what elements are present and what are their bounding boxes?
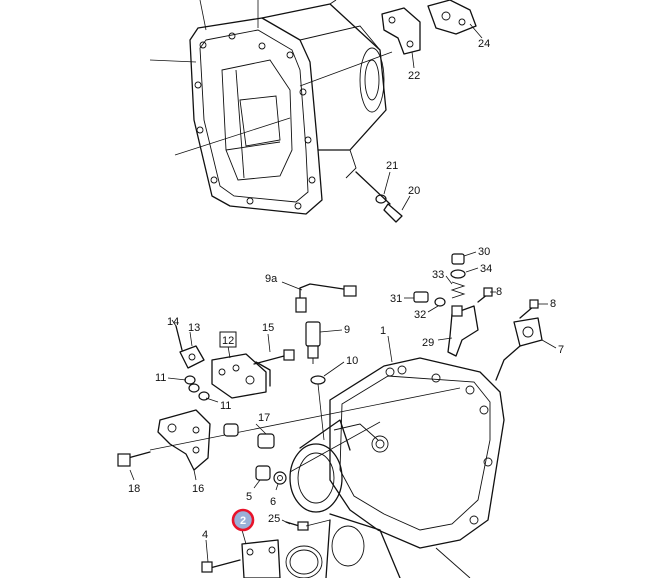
part-25-screw xyxy=(281,519,331,531)
callout-17[interactable]: 17 xyxy=(258,412,270,424)
callout-8-right[interactable]: 8 xyxy=(550,298,556,310)
part-18-bolt xyxy=(117,451,151,481)
callout-7[interactable]: 7 xyxy=(558,344,564,356)
part-13-cover xyxy=(179,331,205,369)
lower-housing xyxy=(149,335,505,578)
part-10-washer xyxy=(310,361,345,441)
part-7-sensor xyxy=(495,317,557,381)
part-11-orings xyxy=(167,375,219,403)
part-9-sensor xyxy=(305,321,343,364)
callout-9[interactable]: 9 xyxy=(344,324,350,336)
callout-10[interactable]: 10 xyxy=(346,355,358,367)
part-17-bushings xyxy=(223,423,275,449)
callout-labels: 24 22 21 20 30 33 34 9a 31 8 8 32 14 13 … xyxy=(128,38,564,541)
callout-11-a[interactable]: 11 xyxy=(155,372,166,384)
callout-5[interactable]: 5 xyxy=(246,491,252,503)
part-14-bolt xyxy=(171,319,183,351)
callout-32[interactable]: 32 xyxy=(414,309,426,321)
callout-4[interactable]: 4 xyxy=(202,529,208,541)
callout-12-box xyxy=(219,331,237,348)
callout-33[interactable]: 33 xyxy=(432,269,444,281)
part-5-plug xyxy=(253,465,271,489)
part-o-ring xyxy=(285,545,323,578)
housing-bosses xyxy=(385,365,493,525)
callout-1[interactable]: 1 xyxy=(380,325,386,337)
part-9a-tube xyxy=(281,281,357,313)
part-31-plug xyxy=(404,291,429,303)
callout-21[interactable]: 21 xyxy=(386,160,398,172)
callout-24[interactable]: 24 xyxy=(478,38,490,50)
callout-20[interactable]: 20 xyxy=(408,185,420,197)
upper-housing xyxy=(149,0,393,215)
callout-2[interactable]: 2 xyxy=(240,515,246,527)
flange-bolt-holes xyxy=(194,32,316,210)
part-16-bracket xyxy=(157,409,211,481)
part-15-bolt xyxy=(253,333,295,365)
callout-6[interactable]: 6 xyxy=(270,496,276,508)
callout-9a[interactable]: 9a xyxy=(265,273,278,285)
part-22-bracket xyxy=(381,7,421,69)
callout-16[interactable]: 16 xyxy=(192,483,204,495)
callout-15[interactable]: 15 xyxy=(262,322,274,334)
part-29-valve-body xyxy=(437,305,479,357)
callout-18[interactable]: 18 xyxy=(128,483,140,495)
part-12-valve-block xyxy=(211,345,271,399)
part-33-spring xyxy=(445,275,466,299)
callout-2-highlight[interactable]: 2 xyxy=(231,508,255,532)
callout-29[interactable]: 29 xyxy=(422,337,434,349)
part-6-washer xyxy=(273,471,287,491)
part-30-cap xyxy=(451,251,477,265)
callout-12[interactable]: 12 xyxy=(222,335,234,347)
part-24-valve xyxy=(427,0,483,39)
part-8-bolt-right xyxy=(519,299,548,319)
callout-8-left[interactable]: 8 xyxy=(496,286,502,298)
part-20-bolt xyxy=(355,171,411,223)
callout-14[interactable]: 14 xyxy=(167,316,179,328)
callout-13[interactable]: 13 xyxy=(188,322,200,334)
part-34-seal xyxy=(450,267,479,279)
callout-25[interactable]: 25 xyxy=(268,513,280,525)
part-2-cover-plate xyxy=(241,529,281,578)
part-8-bolt-left xyxy=(477,287,496,303)
callout-30[interactable]: 30 xyxy=(478,246,490,258)
callout-31[interactable]: 31 xyxy=(390,293,402,305)
callout-34[interactable]: 34 xyxy=(480,263,492,275)
part-4-bolt xyxy=(201,539,241,573)
callout-22[interactable]: 22 xyxy=(408,70,420,82)
part-21-washer xyxy=(375,171,391,204)
callout-11-b[interactable]: 11 xyxy=(220,400,231,412)
part-32-washer xyxy=(427,297,446,313)
